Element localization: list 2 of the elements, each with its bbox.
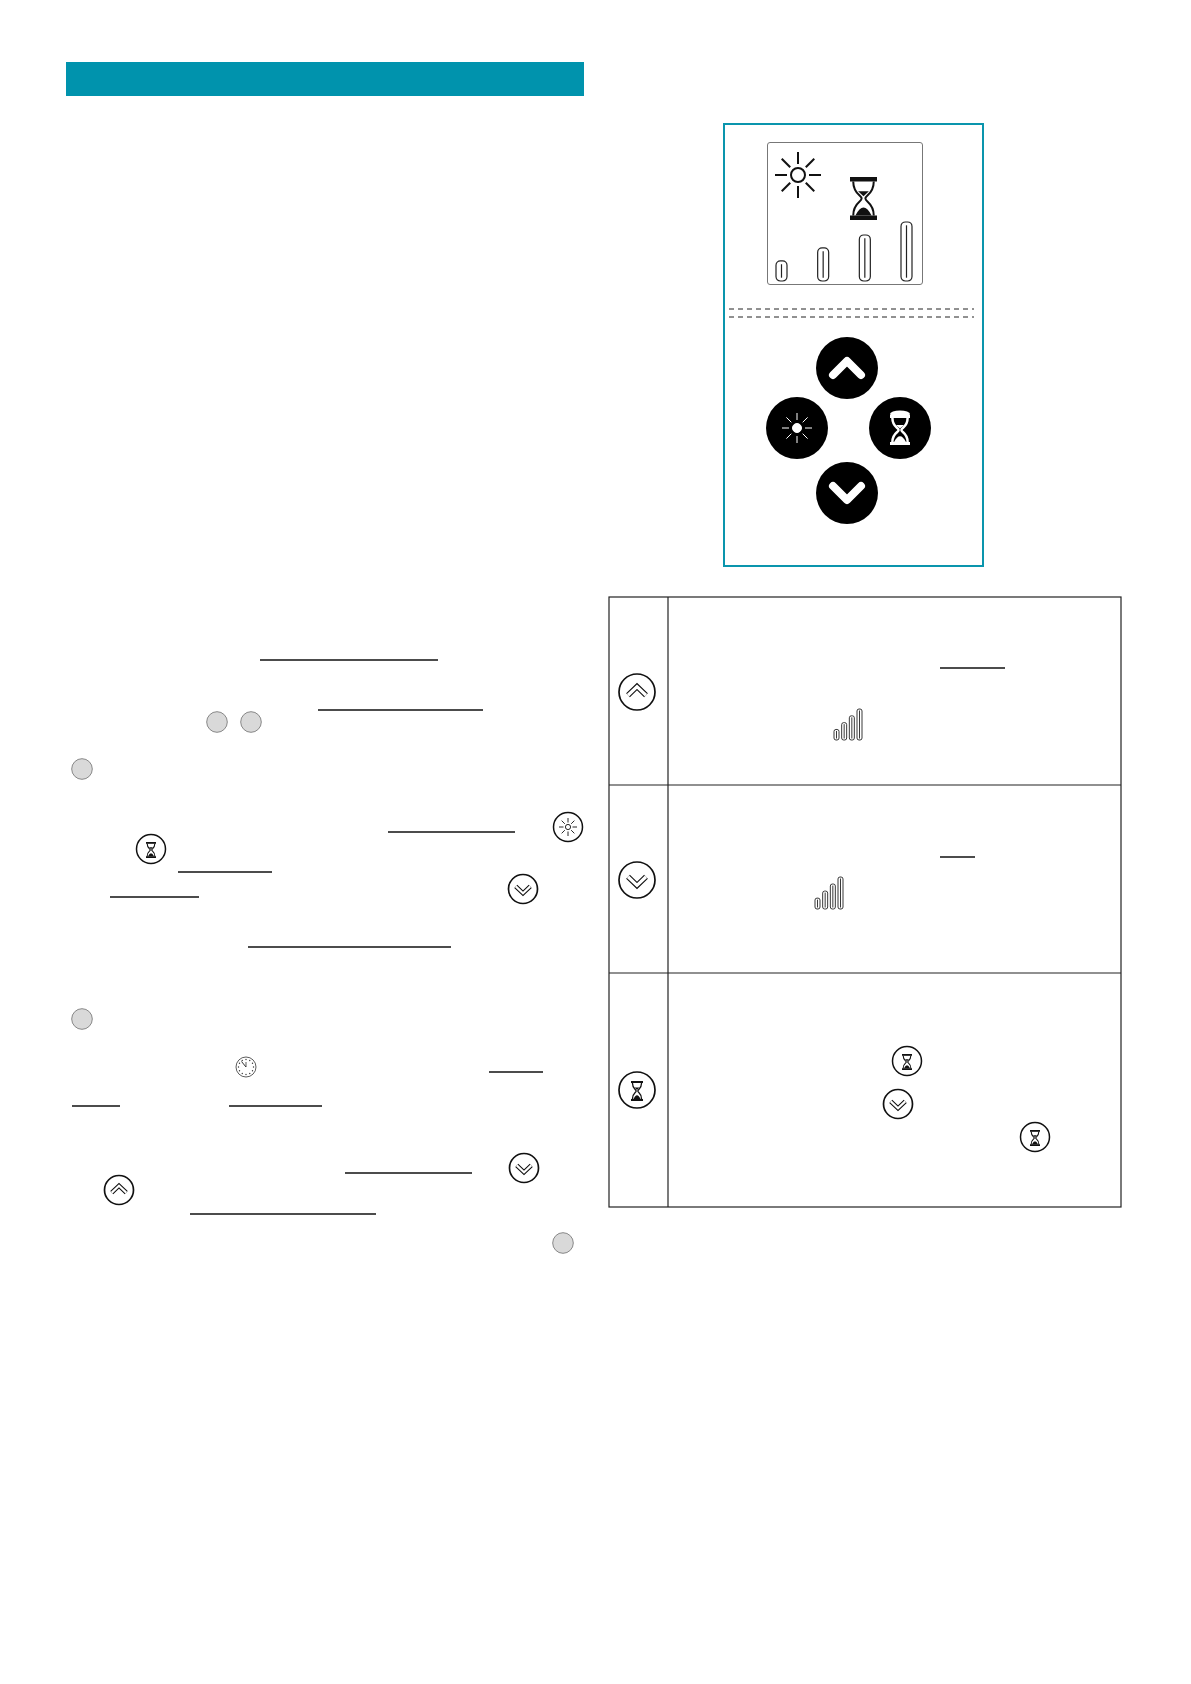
- display-screen: [766, 141, 923, 285]
- control-panel-frame: [723, 123, 984, 567]
